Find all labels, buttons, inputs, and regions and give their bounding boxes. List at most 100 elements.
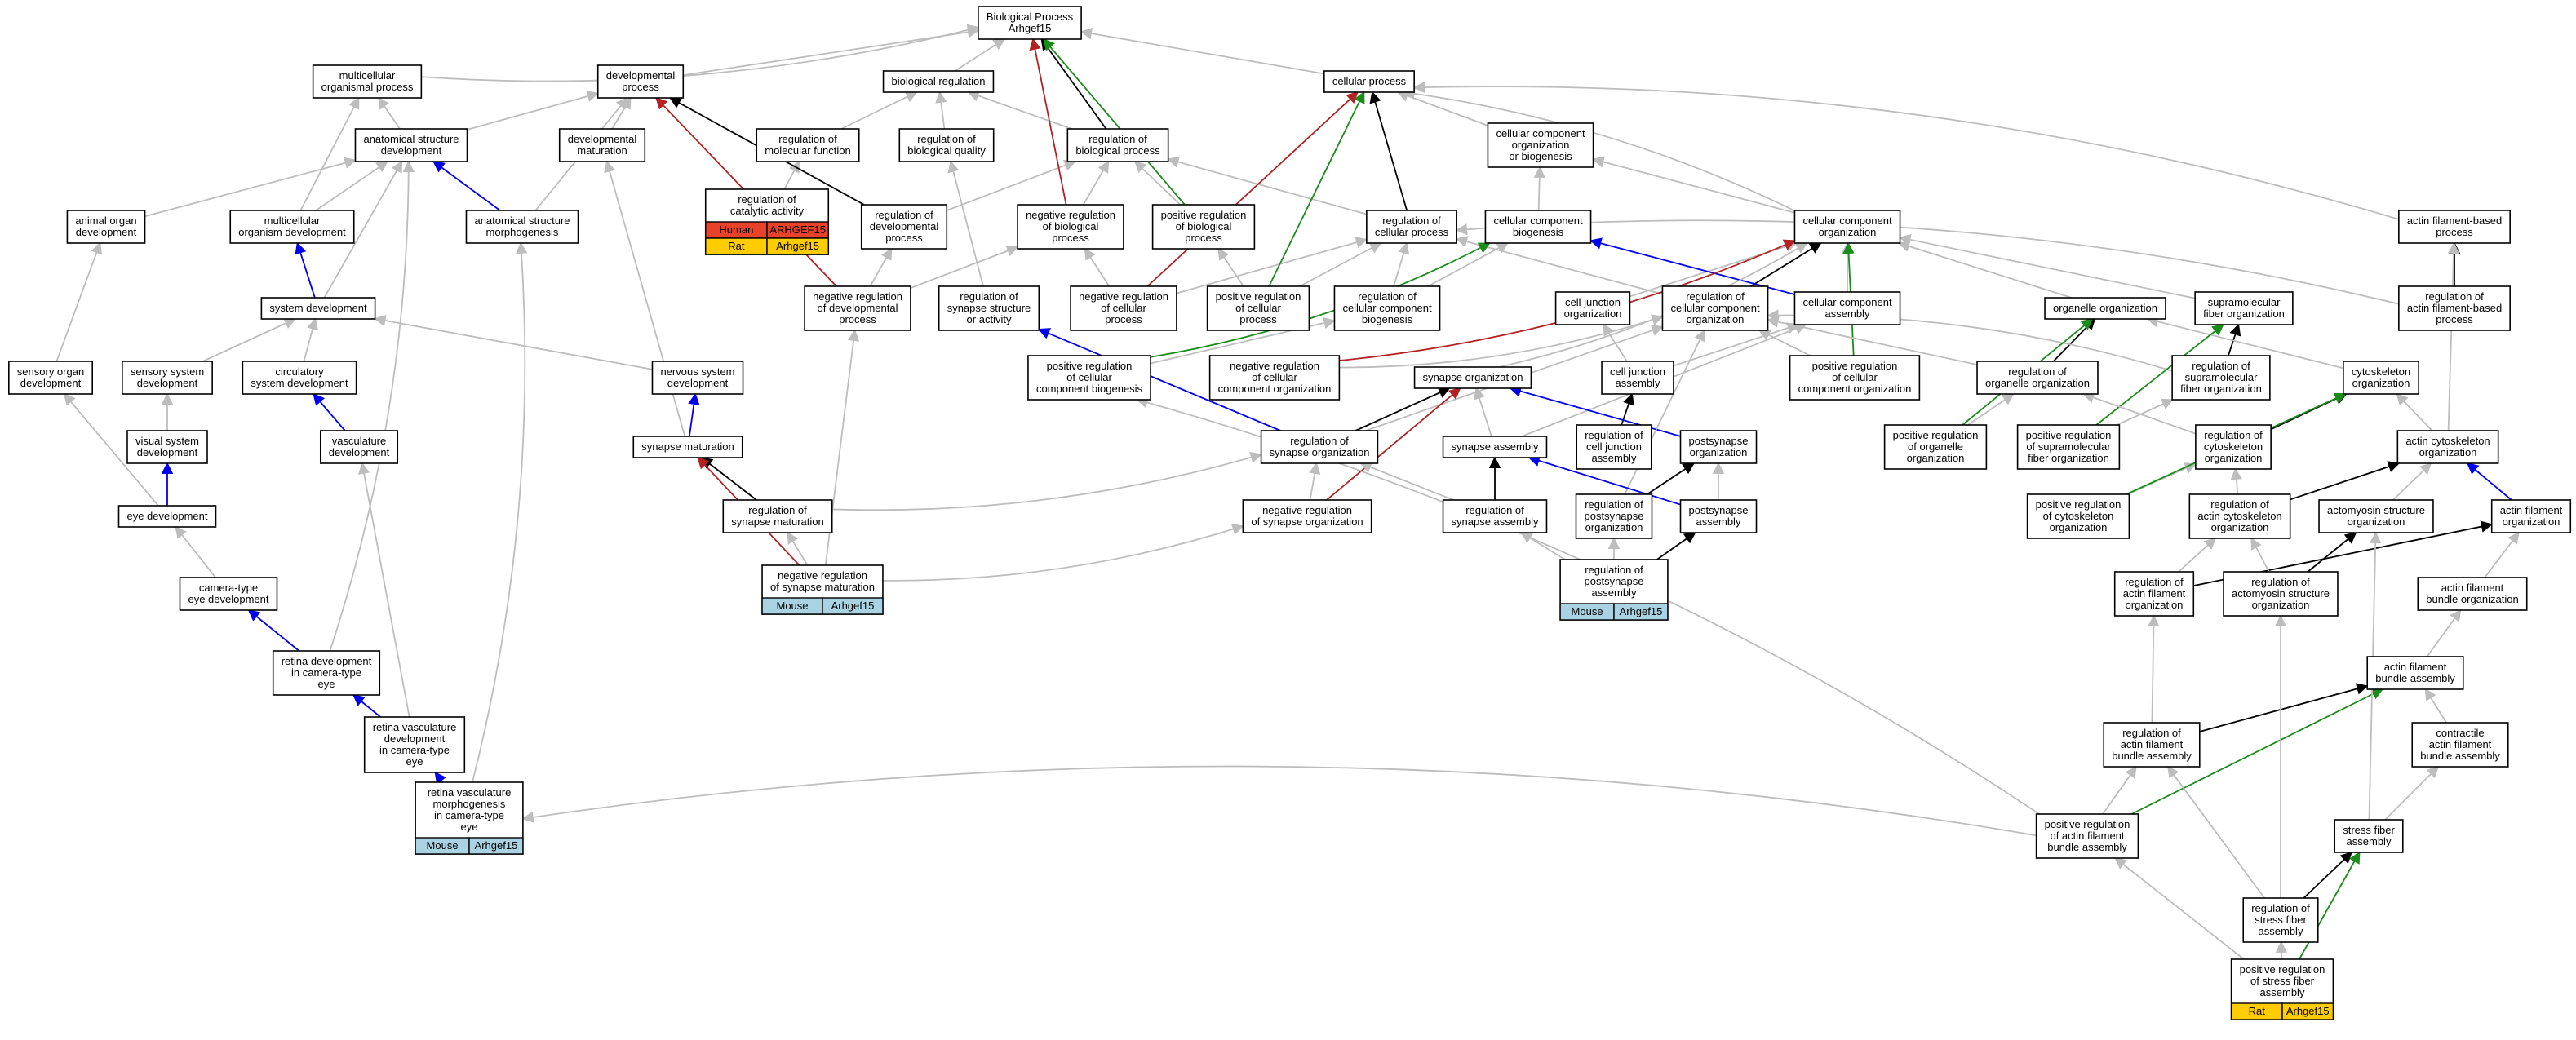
go-term-node-breg[interactable]: biological regulation: [882, 70, 995, 93]
edge-grey-ccb-to-ccob: [1533, 166, 1546, 211]
go-term-node-sm[interactable]: synapse maturation: [632, 436, 743, 458]
edge-blue-sm-to-nsd: [688, 392, 700, 437]
go-term-node-sa[interactable]: synapse assembly: [1442, 436, 1548, 458]
node-label-line: cellular component: [1802, 215, 1892, 227]
node-label-line: biological process: [1075, 144, 1160, 157]
edge-grey-cja-to-cca: [1673, 322, 1799, 367]
go-term-node-so[interactable]: synapse organization: [1413, 366, 1532, 389]
node-box: [66, 210, 146, 244]
go-term-node-cp[interactable]: cellular process: [1323, 70, 1415, 93]
node-box: [1323, 70, 1415, 93]
go-term-node-ed[interactable]: eye development: [117, 505, 217, 528]
node-label-line: assembly: [2347, 835, 2392, 847]
edge-grey-rco-to-roo: [2082, 392, 2197, 435]
gene-name: Arhgef15: [831, 600, 875, 612]
edge-blue-asm-to-asd: [432, 161, 501, 211]
node-label-line: actomyosin structure: [2327, 504, 2425, 516]
go-term-node-oo[interactable]: organelle organization: [2044, 297, 2166, 320]
go-term-node-sd[interactable]: system development: [260, 297, 376, 320]
edge-grey-rafo-to-raco: [2178, 538, 2217, 573]
node-label-line: actin filament: [2121, 738, 2184, 750]
node-label-line: organism development: [238, 226, 346, 238]
edge-black-rso-to-so: [1355, 387, 1451, 431]
node-label-line: actin cytoskeleton: [2405, 435, 2490, 447]
